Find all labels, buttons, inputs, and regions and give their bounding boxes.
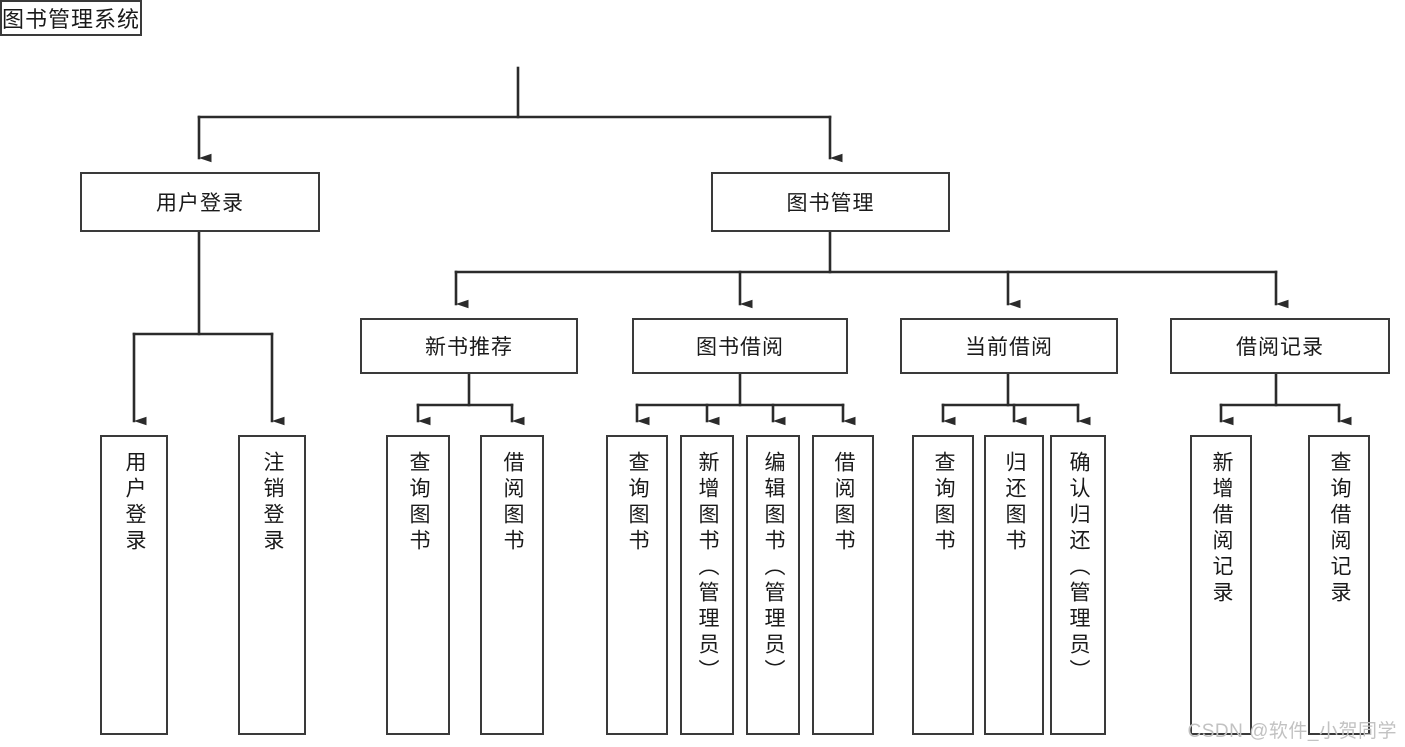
node-leaf-query-book-borrowing-label: 查询图书 [626,451,650,555]
node-leaf-return-book-label: 归还图书 [1003,451,1027,555]
node-l2-book-borrowing[interactable]: 图书借阅 [632,318,848,374]
node-l1-book-management-label: 图书管理 [786,192,875,215]
node-l2-current-borrowing[interactable]: 当前借阅 [900,318,1118,374]
node-leaf-edit-book-admin[interactable]: 编辑图书（管理员） [746,435,800,735]
node-leaf-edit-book-admin-label: 编辑图书（管理员） [762,451,786,685]
node-l2-borrowing-record-label: 借阅记录 [1236,336,1324,359]
node-leaf-borrow-book-borrowing[interactable]: 借阅图书 [812,435,874,735]
node-leaf-query-book-current[interactable]: 查询图书 [912,435,974,735]
node-l2-new-book-recommendation[interactable]: 新书推荐 [360,318,578,374]
node-leaf-borrow-book-newbook[interactable]: 借阅图书 [480,435,544,735]
node-leaf-query-borrow-record[interactable]: 查询借阅记录 [1308,435,1370,735]
node-leaf-return-book[interactable]: 归还图书 [984,435,1044,735]
node-l1-book-management[interactable]: 图书管理 [711,172,950,232]
node-leaf-logout-label: 注销登录 [261,451,285,555]
edge-root-trunk [197,66,832,119]
edge-user-login-bus [132,230,274,336]
node-leaf-user-login[interactable]: 用户登录 [100,435,168,735]
node-leaf-query-book-borrowing[interactable]: 查询图书 [606,435,668,735]
node-leaf-query-borrow-record-label: 查询借阅记录 [1328,451,1352,607]
node-leaf-query-book-newbook-label: 查询图书 [407,451,431,555]
edge-book-mgmt-bus [454,230,1278,274]
node-l2-borrowing-record[interactable]: 借阅记录 [1170,318,1390,374]
node-leaf-add-book-admin-label: 新增图书（管理员） [696,451,720,685]
node-leaf-query-book-current-label: 查询图书 [932,451,956,555]
node-leaf-add-borrow-record[interactable]: 新增借阅记录 [1190,435,1252,735]
edge-current-bus [941,372,1080,407]
node-leaf-logout[interactable]: 注销登录 [238,435,306,735]
edge-record-bus [1219,372,1341,407]
node-leaf-add-book-admin[interactable]: 新增图书（管理员） [680,435,734,735]
node-l2-new-book-recommendation-label: 新书推荐 [425,336,513,359]
node-leaf-borrow-book-borrowing-label: 借阅图书 [832,451,856,555]
node-leaf-confirm-return-admin[interactable]: 确认归还（管理员） [1050,435,1106,735]
node-leaf-query-book-newbook[interactable]: 查询图书 [386,435,450,735]
node-leaf-borrow-book-newbook-label: 借阅图书 [501,451,525,555]
node-root-book-management-system[interactable]: 图书管理系统 [0,0,143,36]
node-leaf-confirm-return-admin-label: 确认归还（管理员） [1067,451,1091,685]
edge-new-book-bus [416,372,514,407]
node-leaf-user-login-label: 用户登录 [123,451,147,555]
node-l1-user-login[interactable]: 用户登录 [80,172,320,232]
node-l1-user-login-label: 用户登录 [156,192,244,215]
node-leaf-add-borrow-record-label: 新增借阅记录 [1210,451,1234,607]
node-l2-book-borrowing-label: 图书借阅 [696,336,784,359]
node-l2-current-borrowing-label: 当前借阅 [965,336,1053,359]
node-root-label: 图书管理系统 [2,7,141,32]
edge-borrow-bus [635,372,845,407]
